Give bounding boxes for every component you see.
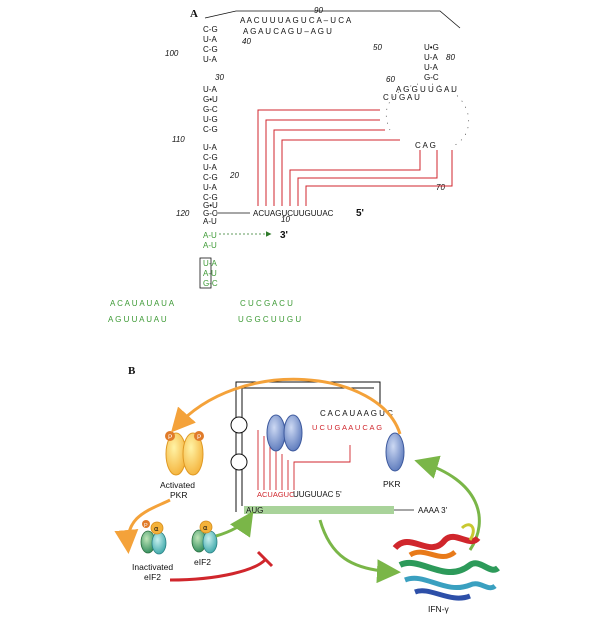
inactivated-eif2-label-1: Inactivated [132,562,173,572]
num-70: 70 [436,183,445,192]
stem-pair: U-A [203,163,217,172]
phosphorylation-arrow [114,498,171,554]
loop-letters: C A C A U A A G U C [320,409,393,418]
num-110: 110 [172,135,185,144]
pkr-label: PKR [383,479,400,489]
stem-pair: C-G [203,153,218,162]
panel-b-diagram: C A C A U A A G U C U C U G A A U C A G … [114,377,500,614]
panel-a-structure: A A C U U U A G U C A – U C A A G A U C … [108,6,470,324]
stem-pair: C-G [203,25,218,34]
red-pair-strand: C U G A U [383,93,420,102]
red-letters: U C U G A A U C A G [312,423,382,432]
stem-pair: G•U [203,95,218,104]
pkr-dimer-left [266,414,286,452]
activated-pkr-right [182,432,204,476]
activated-pkr-label-1: Activated [160,480,195,490]
phosphate-label: P [168,434,172,441]
inhibition-arrow [169,558,267,582]
num-20: 20 [229,171,239,180]
stem-pair: G•U [203,201,218,210]
green-stem-pair: A-U [203,241,217,250]
eif2-label: eIF2 [194,557,211,567]
panel-b-label: B [128,365,136,377]
alpha-label: α [154,525,159,533]
stem-pair: C-G [203,125,218,134]
green-stem-pair: U-A [203,259,217,268]
pkr-monomer [385,432,405,472]
green-hairpin-right-bottom: U G G C U U G U [238,315,301,324]
ifn-gamma-structure-icon [392,523,500,601]
panel-a-label: A [190,8,198,20]
phosphate-icon [142,520,150,528]
alpha-subunit [150,521,164,535]
stem-pair: C-G [203,173,218,182]
inactivated-eif2-label-2: eIF2 [144,572,161,582]
stem-pair: G-C [424,73,439,82]
num-100: 100 [165,49,179,58]
top-strand-sequence: A G A U C A G U – A G U [243,27,332,36]
pkr-dimer-right [283,414,303,452]
num-40: 40 [242,37,251,46]
stem-pair: U-A [424,53,438,62]
stem-pair: U-G [203,115,218,124]
alpha-subunit [199,520,213,534]
eif2-subunit [151,531,167,555]
num-60: 60 [386,75,395,84]
num-120: 120 [176,209,190,218]
ifn-gamma-label: IFN-γ [428,604,450,614]
num-90: 90 [314,6,323,15]
five-prime-label: 5' [356,208,364,219]
num-30: 30 [215,73,224,82]
top-loop-sequence: A A C U U U A G U C A – U C A [240,16,352,25]
green-stem-pair: G-C [203,279,218,288]
stem-pair: C-G [203,193,218,202]
poly-a-label: AAAA 3' [418,506,448,515]
stem-pair: U-A [424,63,438,72]
stem-pair: U-A [203,55,217,64]
stem-pair: U-A [203,143,217,152]
red-sequence: ACUAGUC [257,490,295,499]
stem-pair: U•G [424,43,439,52]
num-10: 10 [281,215,290,224]
black-sequence: UUGUUAC 5' [293,490,342,499]
phosphate-label: P [197,434,201,441]
stem-pair: U-A [203,85,217,94]
right-loop-sequence: A G G U U G A U [396,85,457,94]
activation-arrow [171,377,402,435]
num-50: 50 [373,43,382,52]
stem-pair: G-C [203,105,218,114]
green-hairpin-left-bottom: A G U U A U A U [108,315,167,324]
green-hairpin-left-top: A C A U A U A U A [110,299,175,308]
green-stem-pair: A-U [203,231,217,240]
translation-arrow [215,511,254,538]
stem-pair: U-A [203,183,217,192]
stem-pair: C-G [203,45,218,54]
green-stem-pair: A-U [203,269,217,278]
alpha-label: α [203,524,208,532]
red-loop-right: C A G [415,141,436,150]
stem-pair: U-A [203,35,217,44]
eif2-subunit [202,530,218,554]
phosphate-icon [165,431,175,441]
stem-pair: G-C [203,209,218,218]
phosphate-label: P [144,523,148,529]
aug-label: AUG [246,506,263,515]
three-prime-label: 3' [280,230,288,241]
stem-pair: A-U [203,217,217,226]
phosphate-icon [194,431,204,441]
mrna-coding-region [244,506,394,514]
five-prime-sequence: ACUAGUCUUGUUAC [253,209,334,218]
num-80: 80 [446,53,455,62]
green-hairpin-right-top: C U C G A C U [240,299,293,308]
inhibition-bar [256,550,274,568]
expression-arrow [318,519,401,584]
boxed-bases [199,257,212,289]
activated-pkr-label-2: PKR [170,490,187,500]
